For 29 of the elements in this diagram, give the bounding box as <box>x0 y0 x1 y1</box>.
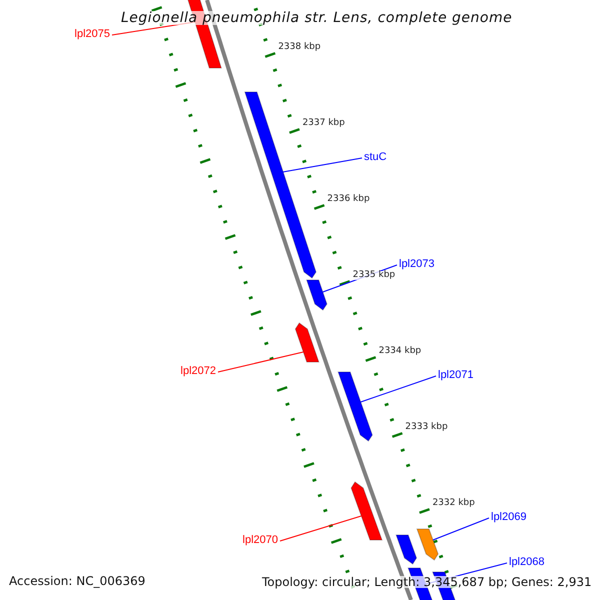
gene-bar <box>350 481 383 540</box>
scale-label: 2334 kbp <box>378 347 422 356</box>
gene-bar <box>306 280 328 311</box>
gene-label: lpl2071 <box>438 370 474 381</box>
leader-line <box>282 158 362 172</box>
scale-label: 2332 kbp <box>432 499 475 508</box>
gene-label: lpl2072 <box>180 366 216 377</box>
gene-label: stuC <box>364 152 387 163</box>
scale-label: 2335 kbp <box>352 271 396 280</box>
scale-label: 2338 kbp <box>278 43 321 52</box>
leader-line <box>280 516 362 542</box>
leader-line <box>360 376 436 402</box>
gene-label: lpl2069 <box>491 512 526 523</box>
gene-bar <box>338 372 373 442</box>
gene-label: lpl2073 <box>399 259 434 270</box>
title: Legionella pneumophila str. Lens, complete genome <box>121 11 512 25</box>
scale-label: 2337 kbp <box>302 119 345 128</box>
gene-label: lpl2070 <box>242 535 278 546</box>
scale-label: 2333 kbp <box>405 423 448 432</box>
leader-line <box>218 352 304 372</box>
gene-label: lpl2075 <box>74 29 110 40</box>
scale-label: 2336 kbp <box>327 195 370 204</box>
genome-info-text: Topology: circular; Length: 3,345,687 bp; Genes: 2,931 <box>262 576 592 588</box>
gene-label: lpl2068 <box>509 557 544 568</box>
gene-bar <box>395 534 418 565</box>
accession-text: Accession: NC_006369 <box>9 575 146 587</box>
gene-bar <box>416 528 439 561</box>
leader-line <box>432 518 490 540</box>
gene-bar <box>294 322 320 362</box>
